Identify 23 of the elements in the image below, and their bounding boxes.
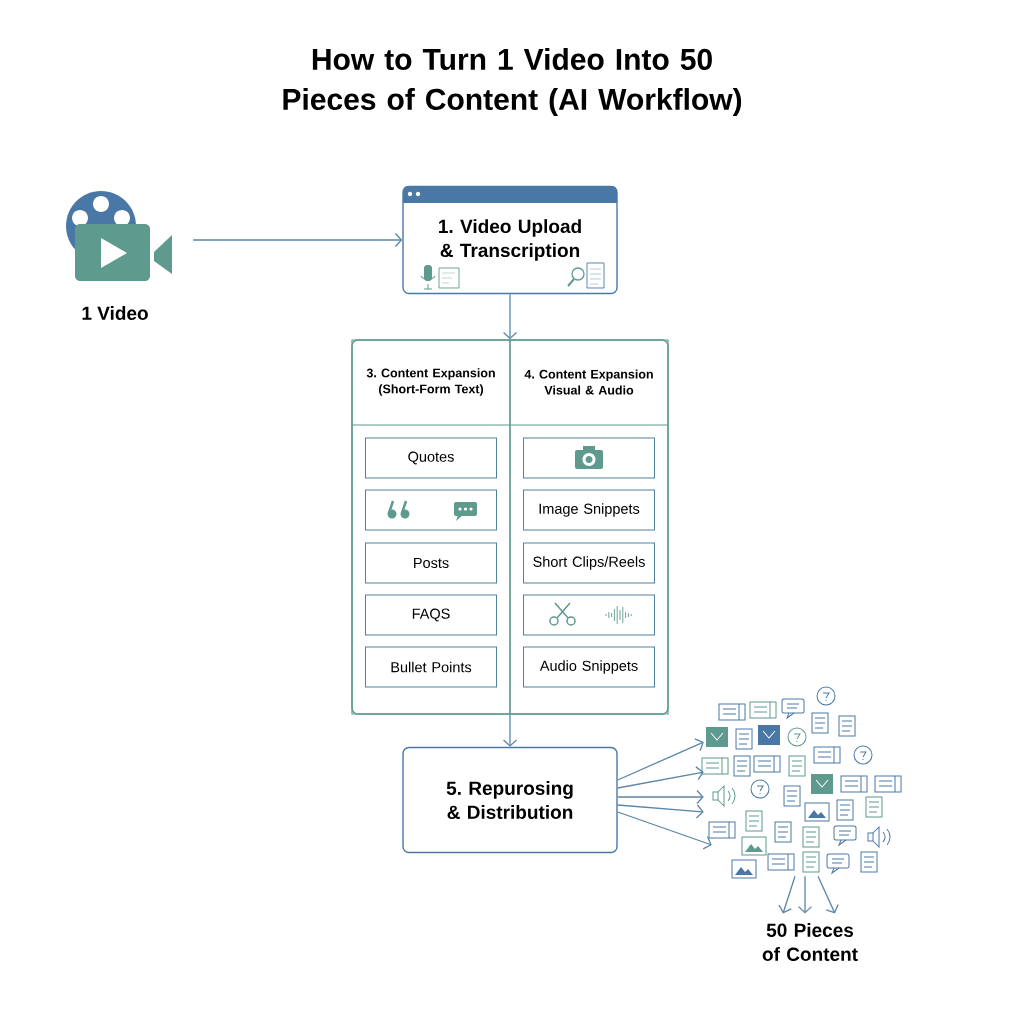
arrow [617,738,704,781]
title: How to Turn 1 Video Into 50 Pieces of Content (AI Workflow) [283,48,742,116]
item-box: Image Snippets [523,489,655,531]
item-box: Audio Snippets [523,646,655,688]
arrow [617,811,712,850]
arrow [797,875,813,914]
item-box: Bullet Points [365,646,497,688]
item-box: Short Clips/Reels [523,542,655,584]
content-icons-drawing [701,686,902,879]
arrow [502,714,518,747]
item-box: FAQS [365,594,497,636]
arrow [502,293,518,340]
item-box: Posts [365,542,497,584]
arrow [192,232,403,248]
result-text: 50 Pieces of Content [762,923,858,961]
arrow [617,804,704,819]
arrow [617,766,704,789]
arrow [817,875,839,914]
arrow [617,789,704,805]
item-box: Quotes [365,437,497,479]
process-box: 5. Repurosing & Distribution [402,746,618,854]
arrow [778,875,796,914]
node-caption: 1 Video [82,306,148,320]
